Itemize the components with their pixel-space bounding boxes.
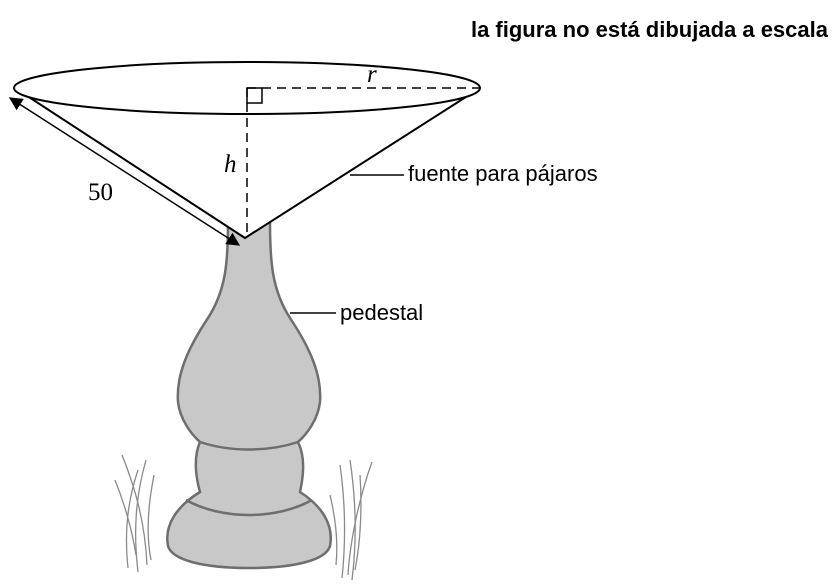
bowl-label: fuente para pájaros xyxy=(408,161,598,186)
pedestal xyxy=(166,220,332,570)
pedestal-label: pedestal xyxy=(340,300,423,325)
slant-height-label: 50 xyxy=(88,179,113,206)
slant-dimension-arrow xyxy=(8,97,241,246)
grass-left xyxy=(114,454,155,573)
pedestal-ring-upper xyxy=(199,440,299,451)
radius-label: r xyxy=(367,61,377,88)
grass-right xyxy=(329,459,373,581)
pedestal-body xyxy=(166,220,332,570)
height-label: h xyxy=(224,151,237,178)
figure-title: la figura no está dibujada a escala xyxy=(471,17,829,42)
right-angle-marker xyxy=(246,87,263,104)
pedestal-ring-lower xyxy=(185,498,313,517)
